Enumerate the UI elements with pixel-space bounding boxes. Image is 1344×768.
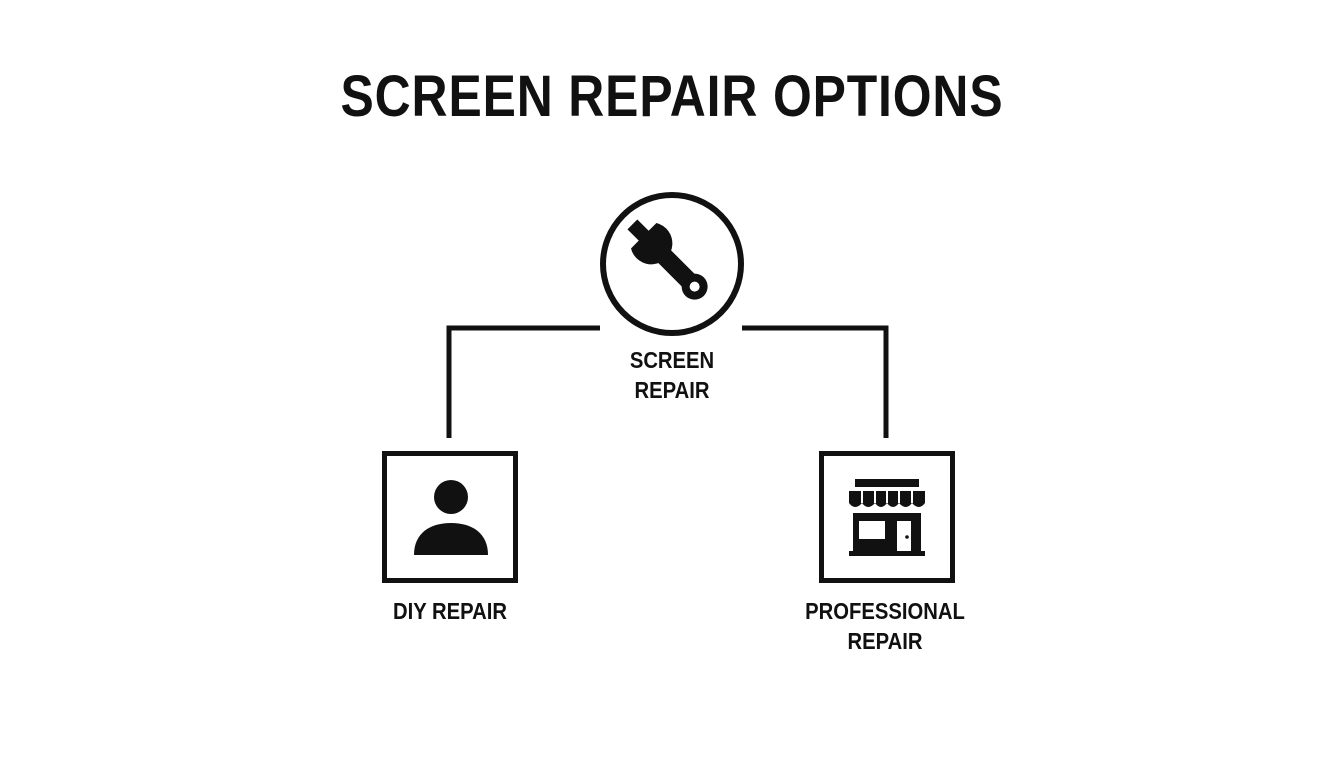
root-node bbox=[598, 190, 746, 338]
diy-label-line1: DIY REPAIR bbox=[393, 598, 507, 624]
diy-label: DIY REPAIR bbox=[362, 596, 538, 626]
root-label-line1: SCREEN bbox=[629, 347, 715, 373]
wrench-icon bbox=[600, 192, 744, 336]
connector-right bbox=[742, 325, 889, 438]
professional-label-line1: PROFESSIONAL bbox=[805, 598, 965, 624]
diy-node bbox=[382, 451, 518, 583]
root-label-line2: REPAIR bbox=[634, 377, 710, 403]
professional-node bbox=[819, 451, 955, 583]
professional-label: PROFESSIONAL REPAIR bbox=[788, 596, 982, 656]
storefront-icon bbox=[819, 451, 955, 583]
connector-left bbox=[446, 325, 600, 438]
person-icon bbox=[382, 451, 518, 583]
professional-label-line2: REPAIR bbox=[847, 628, 923, 654]
root-label: SCREEN REPAIR bbox=[584, 345, 760, 405]
diagram-title: SCREEN REPAIR OPTIONS bbox=[340, 64, 1004, 129]
